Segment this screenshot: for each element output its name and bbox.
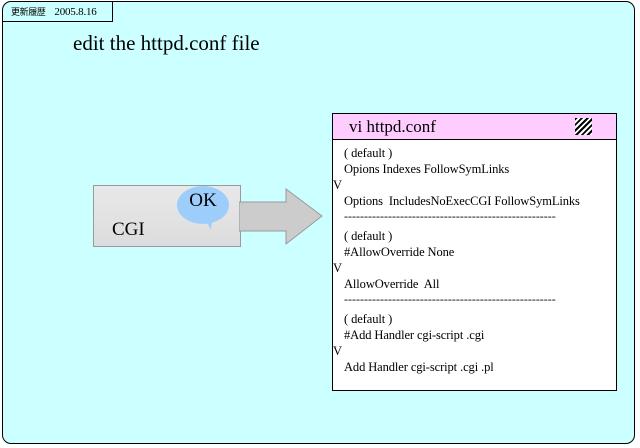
conf-default-label: ( default ): [344, 229, 393, 243]
conf-block: ( default ) #AllowOverride None V AllowO…: [333, 228, 616, 292]
conf-default-label: ( default ): [344, 312, 393, 326]
conf-before-line: Opions Indexes FollowSymLinks: [344, 162, 510, 176]
conf-block: ( default ) #Add Handler cgi-script .cgi…: [333, 311, 616, 375]
conf-change-arrow: V: [333, 344, 342, 358]
hatched-square-icon: [575, 118, 592, 135]
conf-change-arrow: V: [333, 261, 342, 275]
ok-badge-label: OK: [189, 190, 217, 211]
vi-window-title: vi httpd.conf: [349, 116, 436, 136]
slide-frame: 更新履歴 2005.8.16 edit the httpd.conf file …: [2, 1, 635, 444]
vi-window-titlebar: vi httpd.conf: [333, 114, 616, 140]
conf-default-label: ( default ): [344, 146, 393, 160]
conf-separator: ----------------------------------------…: [344, 294, 556, 305]
right-arrow-icon: [239, 188, 323, 246]
cgi-flow-diagram: CGI OK: [93, 185, 323, 257]
vi-window: vi httpd.conf ( default ) Opions Indexes…: [332, 113, 617, 391]
ok-bubble-shape: [177, 186, 229, 224]
conf-before-line: #AllowOverride None: [344, 245, 455, 259]
revision-date: 2005.8.16: [54, 5, 97, 18]
cgi-box-label: CGI: [112, 219, 145, 240]
conf-block: ( default ) Opions Indexes FollowSymLink…: [333, 145, 616, 209]
vi-window-body: ( default ) Opions Indexes FollowSymLink…: [333, 140, 616, 390]
page-title: edit the httpd.conf file: [73, 31, 260, 55]
conf-before-line: #Add Handler cgi-script .cgi: [344, 328, 485, 342]
conf-after-line: Add Handler cgi-script .cgi .pl: [344, 360, 494, 374]
ok-badge: OK: [177, 186, 229, 231]
conf-after-line: Options IncludesNoExecCGI FollowSymLinks: [344, 194, 580, 208]
conf-separator: ----------------------------------------…: [344, 211, 556, 222]
revision-header: 更新履歴 2005.8.16: [3, 2, 113, 22]
revision-label: 更新履歴: [11, 8, 46, 18]
conf-change-arrow: V: [333, 178, 342, 192]
conf-after-line: AllowOverride All: [344, 277, 440, 291]
ok-bubble-tail: [202, 212, 215, 231]
